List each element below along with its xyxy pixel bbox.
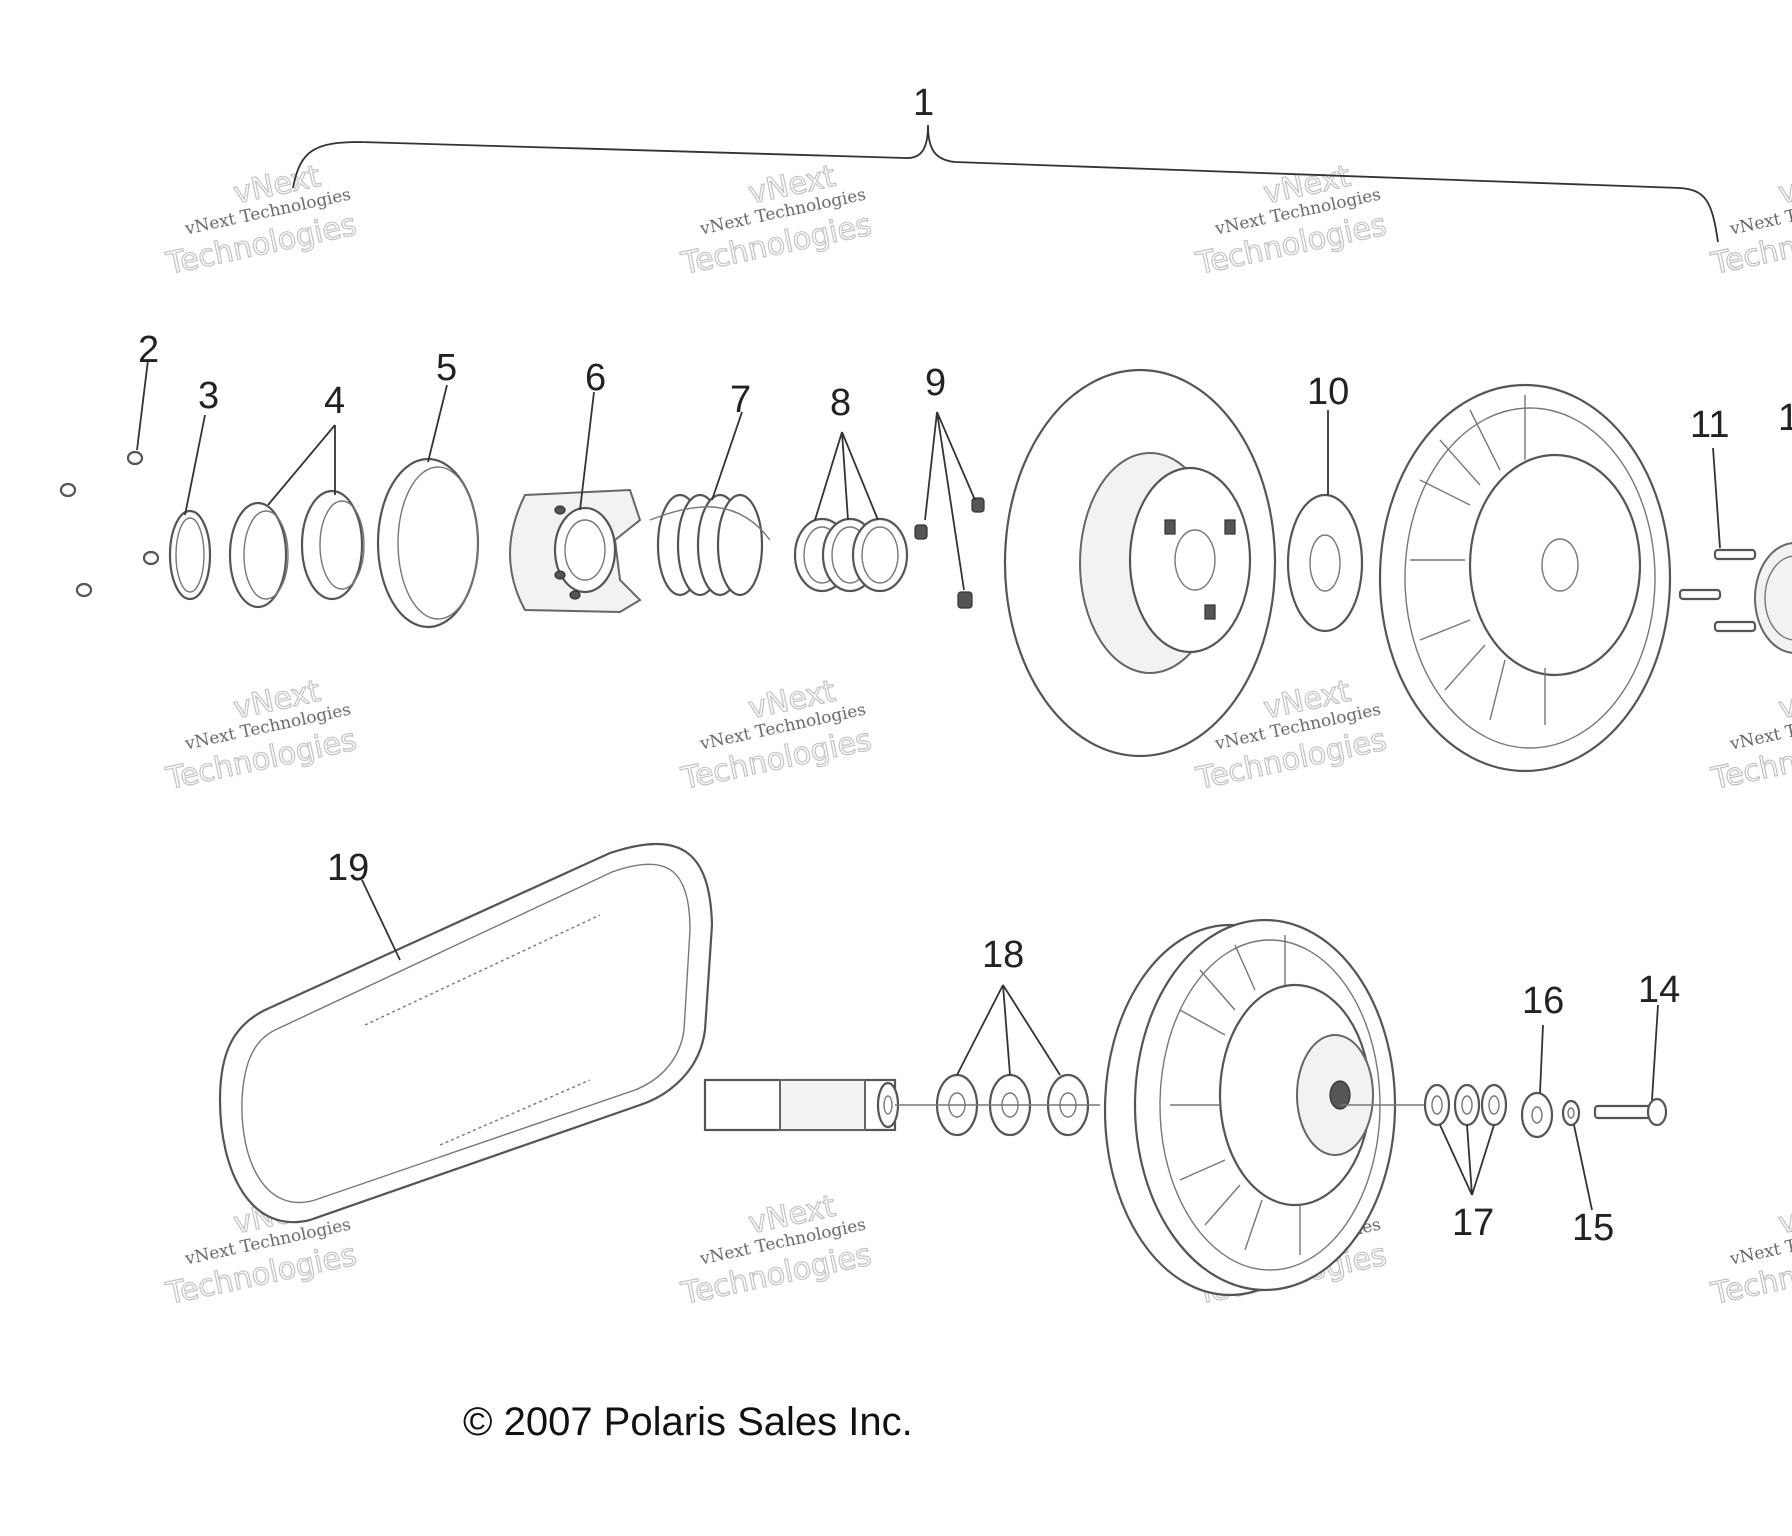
callout-4: 4 [324, 380, 345, 422]
center-bolt-part [1593, 1097, 1668, 1127]
band-part [376, 457, 480, 629]
ring-set-part [228, 489, 365, 609]
shim-washer-set-part [895, 1073, 1100, 1137]
assembly-brace [292, 124, 1719, 243]
watermark-brand: vNext [1776, 159, 1792, 212]
callout-9: 9 [925, 362, 946, 404]
watermark: vNext vNext Technologies Technologies [677, 158, 875, 282]
callout-7: 7 [730, 379, 751, 421]
flat-washer-part [1520, 1091, 1554, 1139]
leader-lines [136, 359, 1721, 1211]
watermark: vNext vNext Technologies Technologies [162, 673, 360, 797]
lock-washer-part [1561, 1099, 1581, 1127]
watermark: vNext vNext Technologies Technologies [677, 1188, 875, 1312]
snap-ring-part [168, 509, 212, 601]
callout-8: 8 [830, 382, 851, 424]
sheave-part [1003, 368, 1277, 758]
watermark: vNext vNext Technologies Technologies [1707, 673, 1792, 797]
hub-edge-part [1754, 542, 1792, 654]
fan-sheave-part [1378, 383, 1672, 773]
washer-part [1286, 493, 1364, 633]
spacer-washer-set-part [1423, 1083, 1508, 1127]
callout-16: 16 [1522, 980, 1564, 1022]
watermark: vNext vNext Technologies Technologies [1707, 158, 1792, 282]
callout-17: 17 [1452, 1202, 1494, 1244]
callout-10: 10 [1307, 371, 1349, 413]
callout-3: 3 [198, 375, 219, 417]
spider-part [509, 488, 642, 614]
callout-14: 14 [1638, 969, 1680, 1011]
nut-set-part [914, 497, 985, 609]
callout-19: 19 [327, 847, 369, 889]
watermark-brand: vNext [1776, 1189, 1792, 1242]
callout-12: 1 [1778, 397, 1792, 439]
watermark: vNext vNext Technologies Technologies [677, 673, 875, 797]
watermark: vNext vNext Technologies Technologies [1707, 1188, 1792, 1312]
callout-2: 2 [138, 329, 159, 371]
washer-set-part [793, 517, 909, 593]
watermark: vNext vNext Technologies Technologies [1192, 158, 1390, 282]
driven-clutch-part [1103, 918, 1440, 1297]
callout-18: 18 [982, 934, 1024, 976]
callout-5: 5 [436, 347, 457, 389]
copyright-text: © 2007 Polaris Sales Inc. [463, 1400, 913, 1444]
callout-6: 6 [585, 357, 606, 399]
drive-belt-part [218, 842, 714, 1224]
screw-part [59, 450, 160, 598]
watermark-brand: vNext [1776, 674, 1792, 727]
callout-11: 11 [1690, 404, 1729, 446]
callout-15: 15 [1572, 1207, 1614, 1249]
callout-1: 1 [913, 82, 934, 124]
bolt-set-part [1678, 548, 1757, 633]
watermark: vNext vNext Technologies Technologies [162, 158, 360, 282]
spring-part [649, 493, 771, 597]
shaft-part [703, 1078, 900, 1132]
